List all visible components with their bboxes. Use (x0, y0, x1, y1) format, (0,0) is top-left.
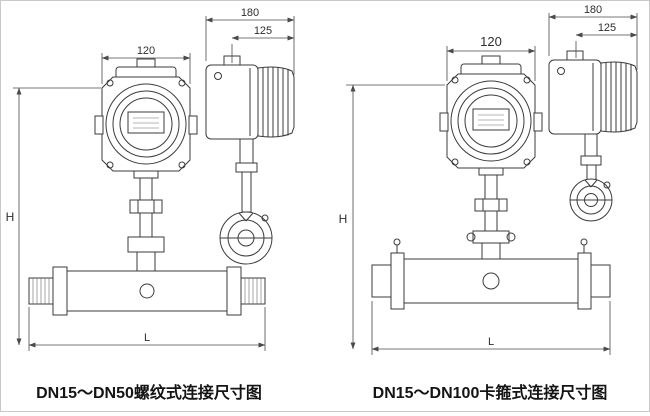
transmitter-head-side (548, 50, 638, 135)
dim-label-H: H (6, 210, 15, 224)
left-caption: DN15～DN50螺纹式连接尺寸图 (36, 383, 262, 402)
clamp-ferrule-end-view (569, 178, 613, 222)
right-dim-height: H (339, 84, 445, 350)
left-dim-head-width: 120 (101, 45, 191, 84)
transmitter-head-front (94, 58, 198, 172)
right-dim-length: L (371, 301, 611, 355)
left-dim-side-total: 180 (205, 7, 295, 75)
dim-label-H: H (339, 212, 348, 226)
left-dim-length: L (28, 307, 266, 351)
thread-hatch-right-end (244, 278, 262, 304)
left-pipe-threaded (28, 266, 266, 316)
neck-clamp-ferrule (466, 230, 516, 244)
transmitter-head-front (439, 55, 543, 169)
left-dim-side-front: 125 (231, 25, 295, 63)
pipe-clamp-right (577, 238, 592, 310)
dim-label-180: 180 (584, 4, 602, 16)
right-neck-fittings (466, 167, 516, 260)
pipe-clamp-left (390, 238, 405, 310)
brand-logo-badge (139, 283, 155, 299)
clamp-ferrule-end-view (219, 211, 273, 265)
clamp-wingnut (261, 214, 269, 222)
clamp-wingnut (603, 181, 611, 189)
left-dim-height: H (6, 87, 101, 346)
dim-label-120: 120 (480, 34, 502, 49)
brand-logo-badge (482, 272, 500, 290)
transmitter-head-side (205, 55, 295, 140)
right-caption: DN15～DN100卡箍式连接尺寸图 (373, 383, 608, 402)
dim-label-180: 180 (241, 7, 259, 19)
left-side-view (205, 55, 295, 265)
right-drawing: 120 180 125 H L DN15～DN100卡箍式连接尺 (339, 4, 638, 402)
left-neck-fittings (127, 170, 165, 272)
thread-hatch-left-end (32, 278, 50, 304)
right-pipe-clamped (371, 238, 611, 310)
right-dim-side-front: 125 (575, 22, 638, 58)
right-dim-head-width: 120 (446, 34, 536, 81)
dim-label-125: 125 (254, 25, 272, 37)
right-side-view (548, 50, 638, 222)
dim-label-125: 125 (598, 22, 616, 34)
left-drawing: 120 180 125 H L DN15～DN50螺纹式连接尺寸 (6, 7, 295, 402)
dim-label-L: L (144, 332, 150, 344)
dim-label-L: L (488, 336, 494, 348)
dim-label-120: 120 (137, 45, 155, 57)
right-dim-side-total: 180 (548, 4, 638, 70)
